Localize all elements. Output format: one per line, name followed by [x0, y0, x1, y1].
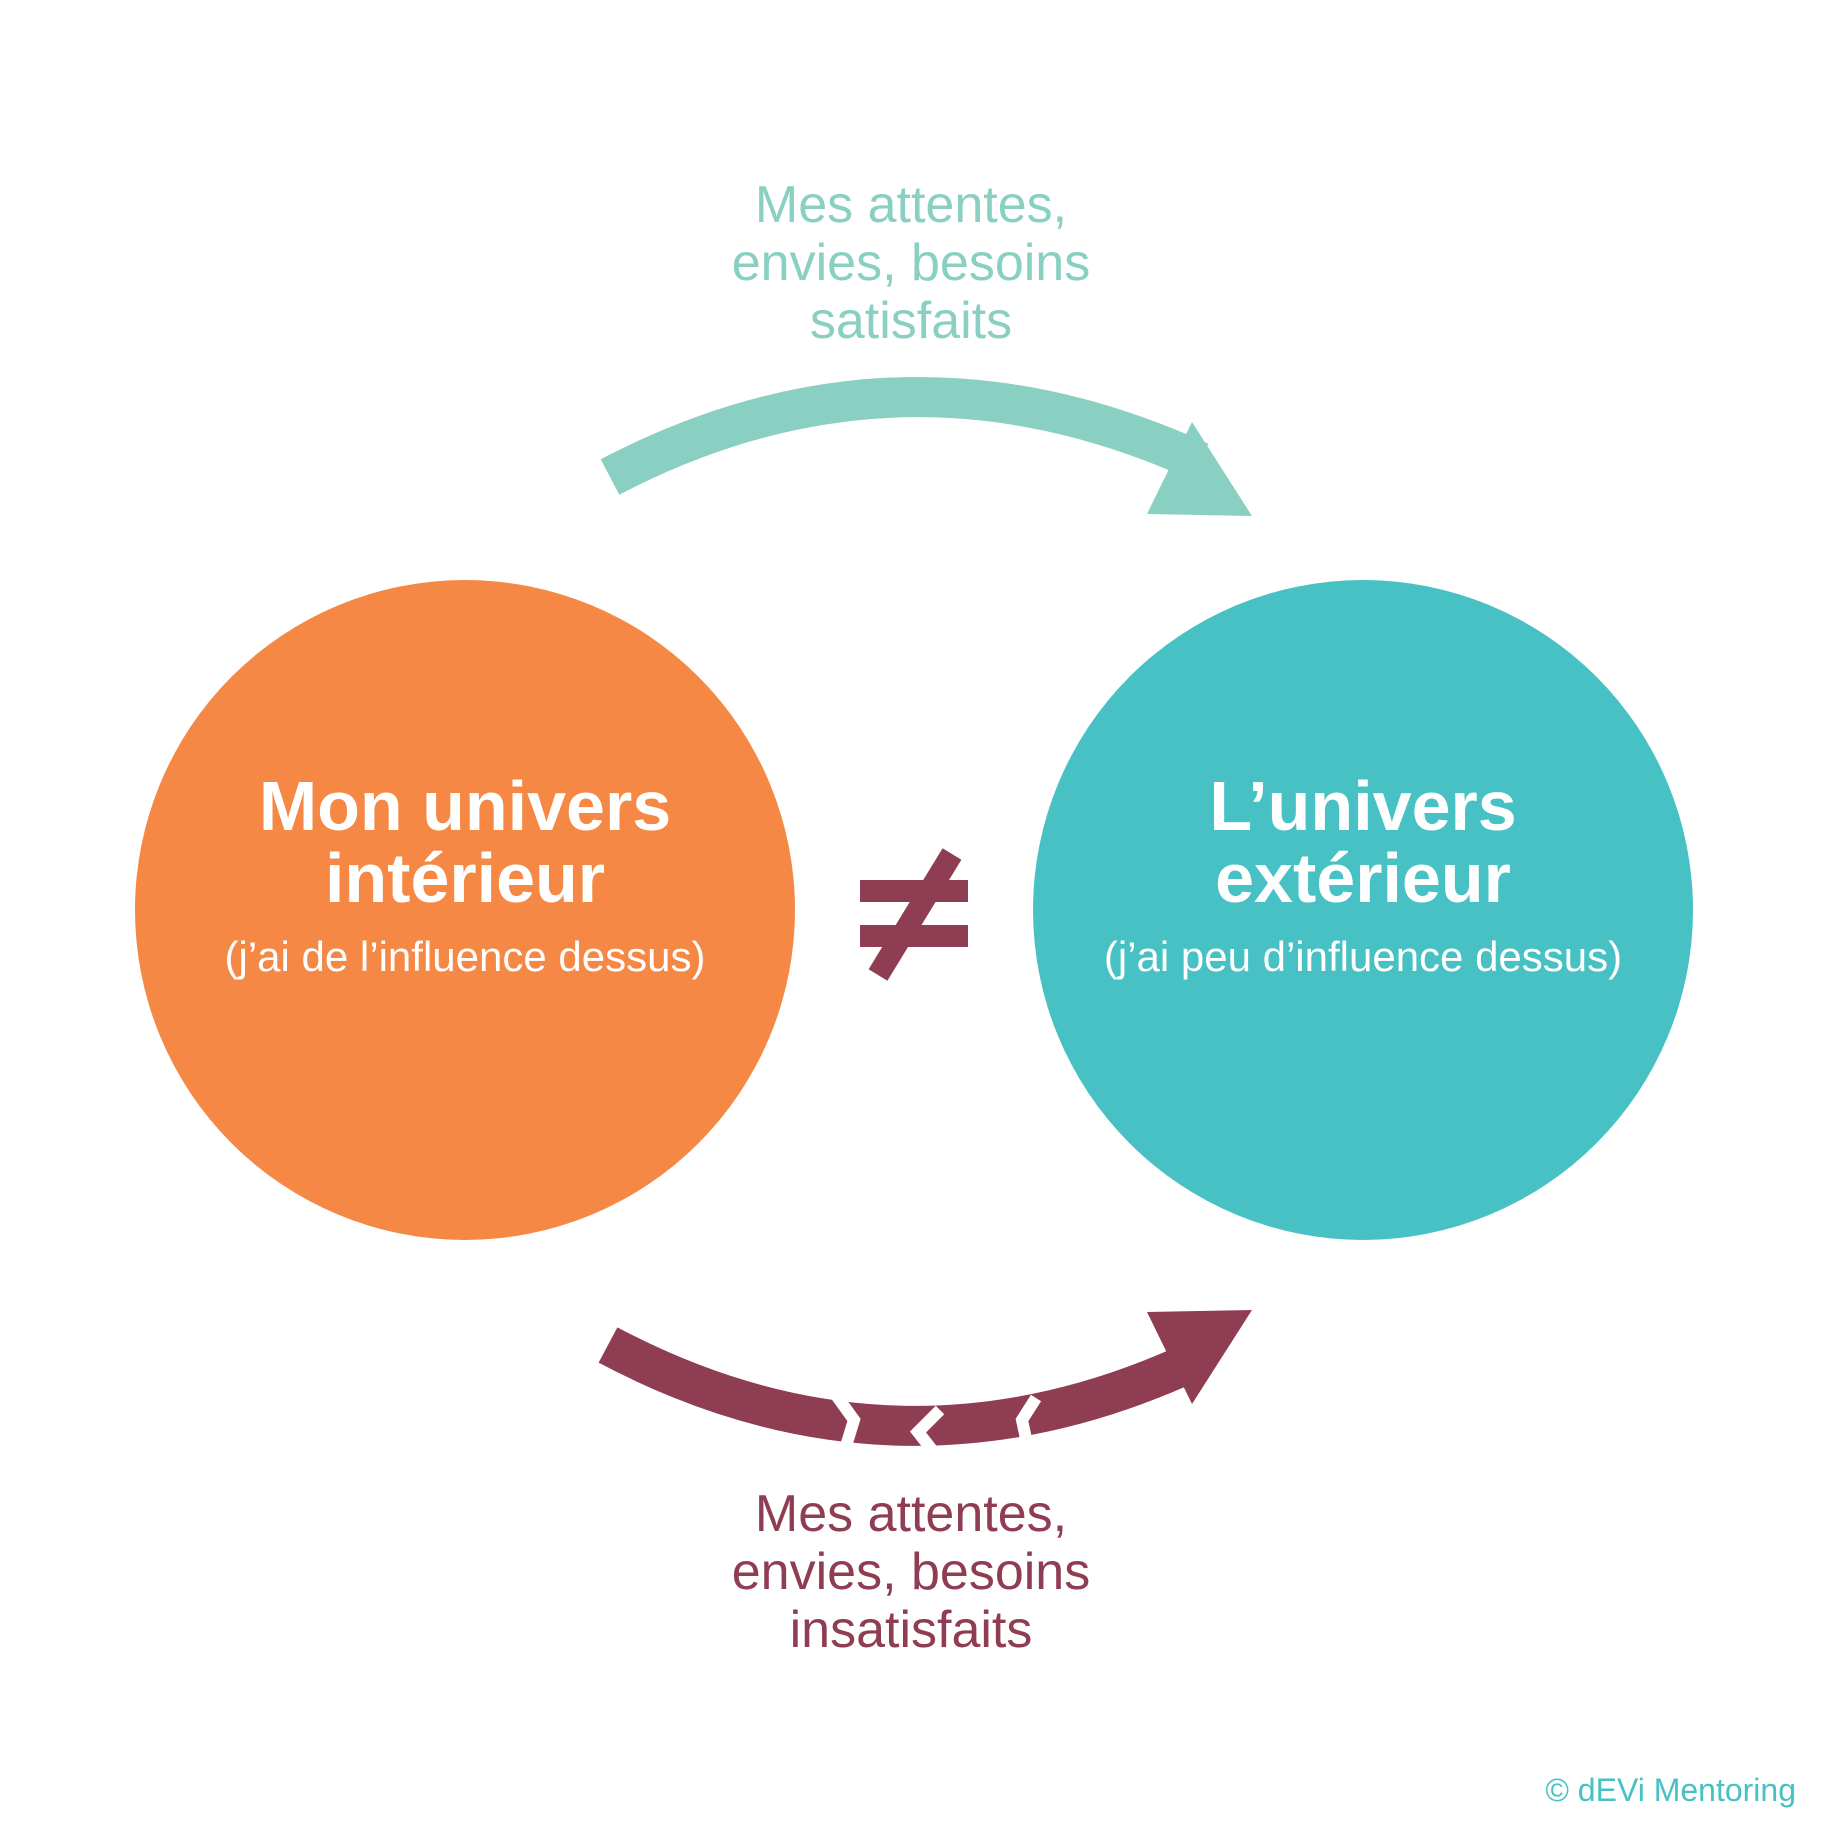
not-equal-icon	[860, 848, 968, 981]
inner-universe-title-line-2: intérieur	[324, 839, 606, 917]
outer-universe-title-line-1: L’univers	[1209, 767, 1517, 845]
arrow-break-3	[1015, 1394, 1042, 1450]
outer-universe-title-line-2: extérieur	[1215, 839, 1511, 917]
satisfied-arrow	[600, 377, 1252, 516]
inner-universe-title-line-1: Mon univers	[258, 767, 672, 845]
unsatisfied-arrow-shaft	[598, 1327, 1209, 1446]
unsatisfied-needs-line-1: Mes attentes,	[754, 1485, 1068, 1543]
copyright-text: © dEVi Mentoring	[1545, 1772, 1796, 1808]
satisfied-needs-line-3: satisfaits	[809, 292, 1013, 350]
unsatisfied-needs-line-3: insatisfaits	[789, 1601, 1033, 1659]
satisfied-arrow-shaft	[600, 377, 1209, 495]
outer-universe-subtitle: (j’ai peu d’influence dessus)	[1103, 933, 1623, 980]
inner-universe-subtitle: (j’ai de l’influence dessus)	[224, 933, 706, 980]
satisfied-arrow-head	[1147, 422, 1252, 516]
unsatisfied-needs-line-2: envies, besoins	[731, 1543, 1091, 1601]
satisfied-needs-line-1: Mes attentes,	[754, 176, 1068, 234]
arrow-break-1	[831, 1391, 861, 1448]
arrow-break-2	[910, 1405, 945, 1459]
satisfied-needs-line-2: envies, besoins	[731, 234, 1091, 292]
unsatisfied-arrow	[598, 1310, 1252, 1459]
unsatisfied-arrow-head	[1147, 1310, 1252, 1404]
